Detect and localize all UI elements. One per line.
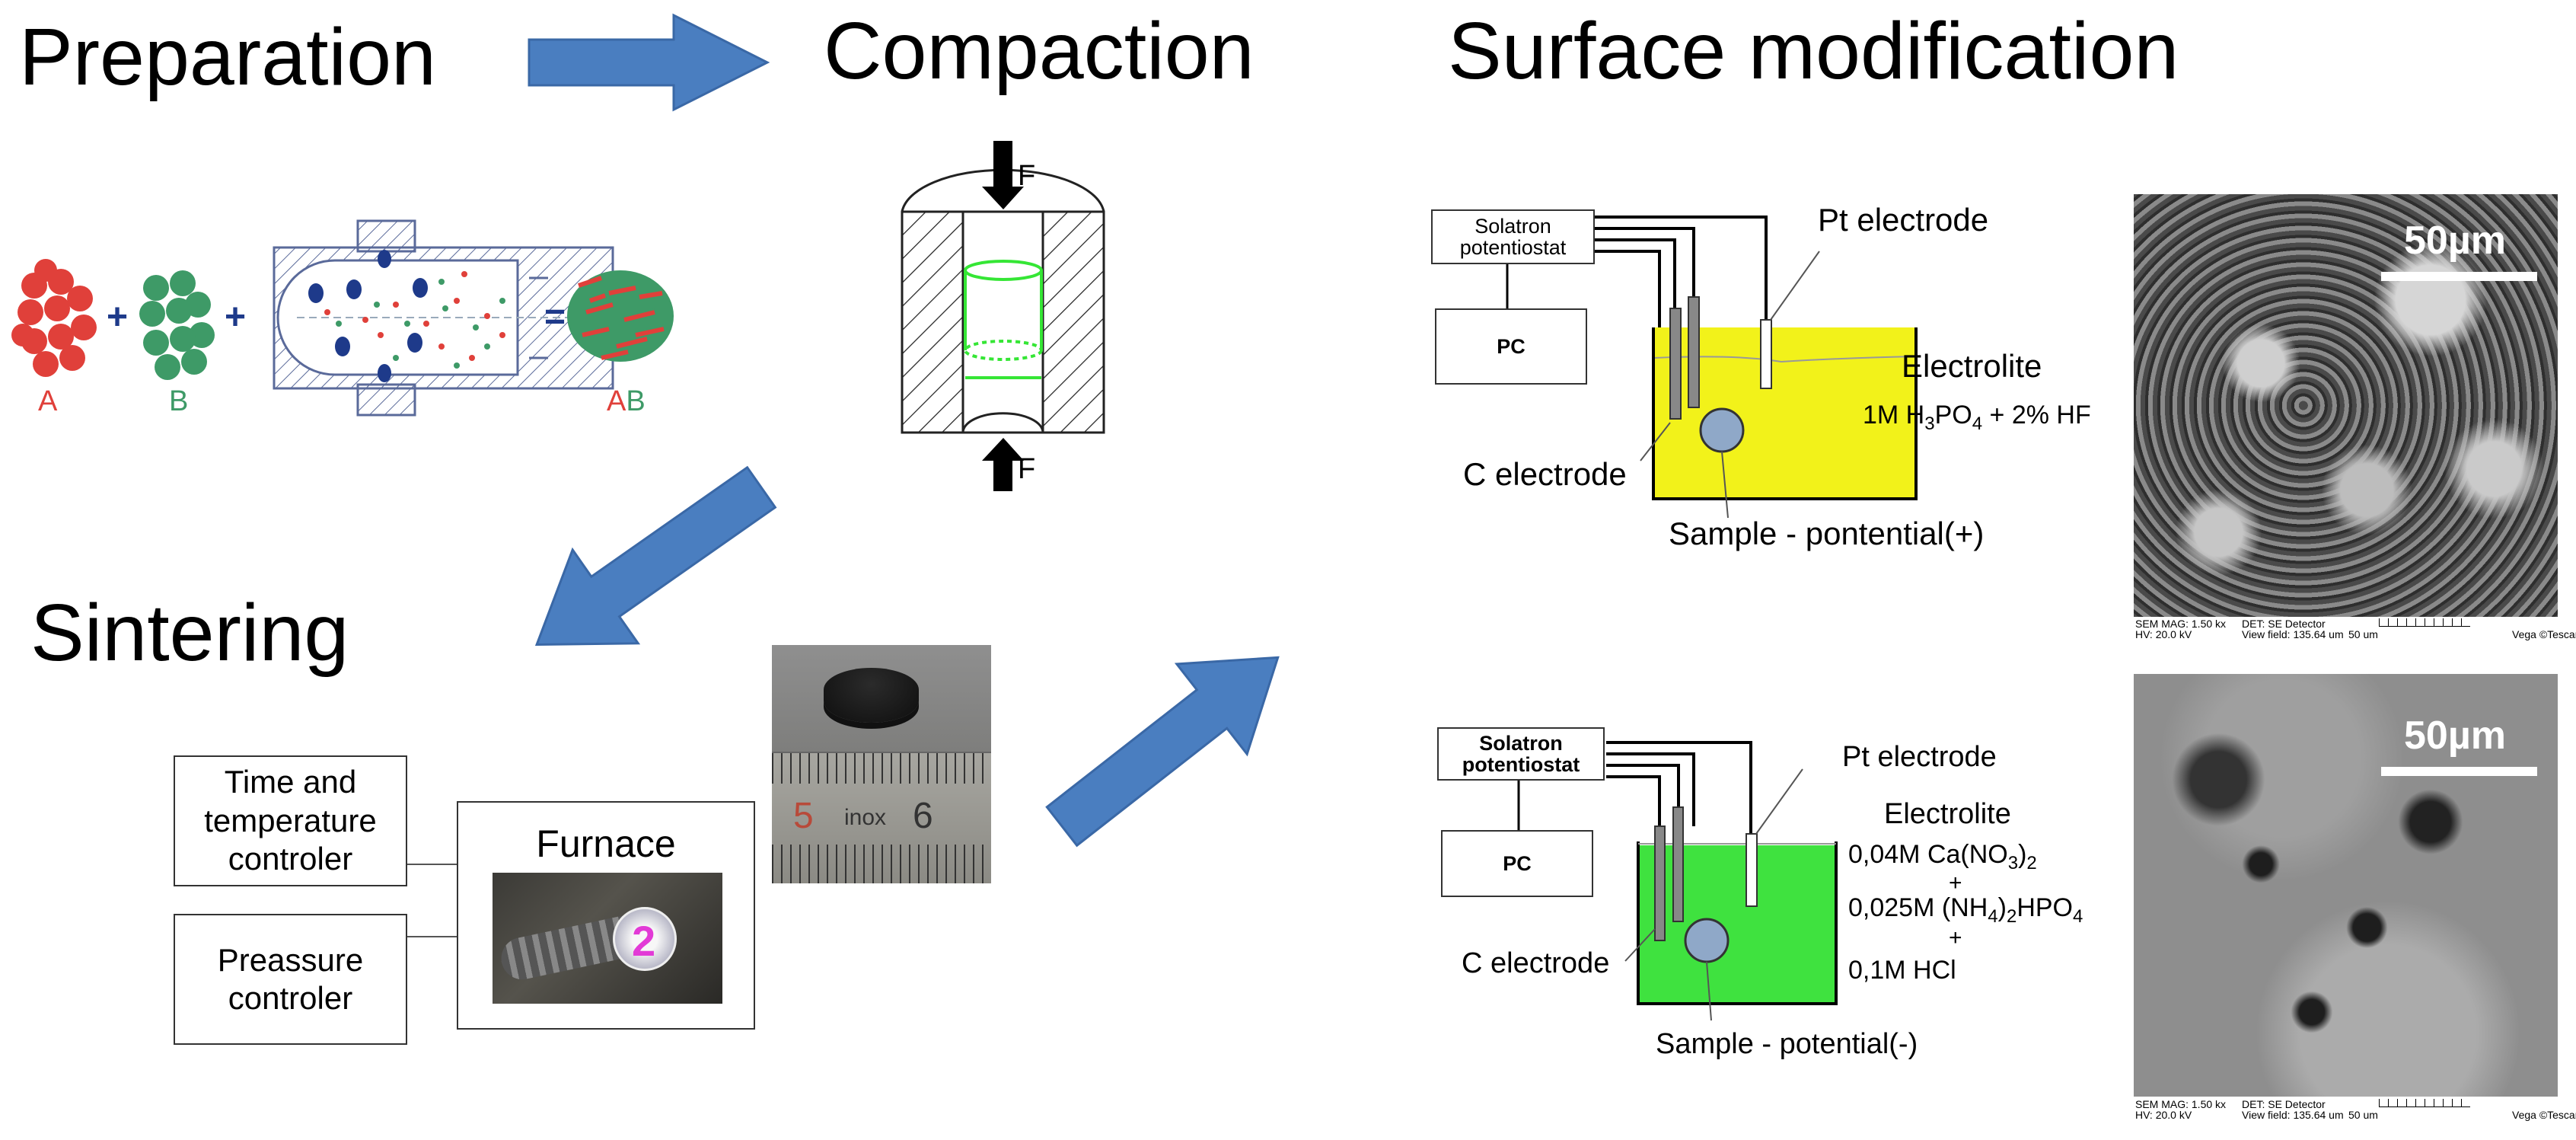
pc-box-bottom: PC [1441,830,1593,897]
time-temperature-controller-box: Time and temperature controler [174,755,407,886]
cell-top-diagram [1506,216,1918,519]
sol-bottom-2f: 4 [2073,905,2083,927]
sem-image-bottom: 50µm [2134,674,2558,1097]
sample-pellet-icon [824,668,919,723]
powder-b-icon [139,270,215,380]
sem-scale-top: 50µm [2404,219,2507,263]
force-arrow-up-icon [982,438,1024,491]
sol-bottom-2e: HPO [2016,893,2074,922]
solution-line1-bottom: 0,04M Ca(NO3)2 [1848,841,2037,873]
sem-meta-bottom-m1: DET: SE Detector [2242,1098,2326,1110]
ruler-icon: 5 inox 6 [772,752,991,883]
sol-bottom-2a: 0,025M (NH [1848,893,1988,922]
ruler-5: 5 [793,796,814,836]
potentiostat-box-top: Solatron potentiostat [1431,209,1595,264]
sem-scale-bottom: 50µm [2404,714,2507,758]
powder-ab-icon [567,270,674,362]
label-a: A [38,385,58,417]
sol-bottom-2c: ) [1997,893,2007,922]
potentiostat-label-top: Solatron potentiostat [1459,214,1567,259]
ball-mill-icon [273,219,614,417]
solution-top-a: 1M H [1863,401,1925,429]
furnace-lens-icon: 2 [613,907,677,971]
solution-label-top: 1M H3PO4 + 2% HF [1863,402,2091,433]
sem-scalebar-top [2381,272,2537,281]
sem-meta-top-m1: DET: SE Detector [2242,618,2326,630]
c-electrode-label-bottom: C electrode [1462,947,1610,979]
solution-top-c: PO [1934,401,1972,429]
sol-bottom-1c: ) [2018,840,2027,869]
plus-sign-2: + [225,297,247,337]
sem-meta-bottom-brand: Vega ©Tescan [2512,1109,2576,1121]
solution-top-b: 3 [1924,413,1935,434]
furnace-mark: 2 [632,917,656,965]
title-preparation: Preparation [19,12,437,102]
powder-a-icon [11,259,97,377]
title-sintering: Sintering [30,588,349,678]
time-temperature-label: Time and temperature controler [204,764,377,877]
pc-box-top: PC [1435,308,1587,385]
solution-line2-bottom: 0,025M (NH4)2HPO4 [1848,895,2083,926]
solution-plus-1: + [1949,870,1962,896]
cell-bottom-diagram [1517,741,1838,1021]
sample-label-bottom: Sample - potential(-) [1656,1028,1918,1060]
equals-sign: = [544,297,566,337]
pressure-controller-box: Preassure controler [174,914,407,1045]
arrow-up-right-icon [1045,656,1280,848]
solution-plus-2: + [1949,925,1962,950]
electrolite-label-bottom: Electrolite [1884,798,2011,830]
sol-bottom-1a: 0,04M Ca(NO [1848,840,2008,869]
furnace-photo: 2 [493,873,722,1004]
sem-meta-bottom-ruler [2379,1099,2470,1107]
pt-electrode-label-bottom: Pt electrode [1842,741,1997,773]
sample-label-top: Sample - pontential(+) [1669,516,1985,551]
sem-meta-bottom-l2: HV: 20.0 kV [2135,1109,2192,1121]
potentiostat-label-bottom: Solatron potentiostat [1462,731,1580,776]
sem-image-top: 50µm [2134,194,2558,617]
sem-meta-top-ruler [2379,618,2470,627]
sol-bottom-1d: 2 [2026,852,2037,873]
sem-meta-top-m2: View field: 135.64 um [2242,628,2344,640]
arrow-down-left-icon [534,465,777,647]
sample-photo: 5 inox 6 [772,645,991,883]
electrolite-label-top: Electrolite [1902,348,2042,384]
sem-meta-bottom-m2: View field: 135.64 um [2242,1109,2344,1121]
sem-meta-top-l2: HV: 20.0 kV [2135,628,2192,640]
sol-bottom-2d: 2 [2006,905,2017,927]
sem-meta-top-l1: SEM MAG: 1.50 kx [2135,618,2227,630]
pt-electrode-label-top: Pt electrode [1818,202,1989,238]
label-ab: AB [607,387,646,416]
potentiostat-box-bottom: Solatron potentiostat [1437,727,1605,781]
plus-sign-1: + [107,297,129,337]
sem-meta-bottom-r: 50 um [2348,1109,2378,1121]
pc-label-bottom: PC [1503,851,1532,875]
sem-meta-bottom-l1: SEM MAG: 1.50 kx [2135,1098,2227,1110]
label-ab-a: A [607,385,626,417]
sol-bottom-1b: 3 [2007,852,2019,873]
title-surface-modification: Surface modification [1448,6,2179,96]
furnace-label: Furnace [536,822,676,865]
sem-meta-top-r: 50 um [2348,628,2378,640]
sol-bottom-2b: 4 [1988,905,1998,927]
solution-top-d: 4 [1972,413,1983,434]
furnace-box: Furnace 2 [457,801,755,1030]
compaction-die-icon [901,141,1105,491]
force-label-top: F [1018,160,1036,192]
title-compaction: Compaction [824,6,1255,96]
pc-label-top: PC [1497,334,1526,358]
force-label-bottom: F [1018,453,1036,485]
ruler-6: 6 [913,796,933,836]
arrow-right-icon [528,13,770,112]
sem-scalebar-bottom [2381,767,2537,776]
ruler-inox: inox [844,805,887,830]
solution-line3-bottom: 0,1M HCl [1848,956,1956,985]
pressure-label: Preassure controler [217,941,364,1016]
solution-top-e: + 2% HF [1982,401,2091,429]
sem-meta-top-brand: Vega ©Tescan [2512,628,2576,640]
label-b: B [169,385,189,417]
label-ab-b: B [626,385,646,417]
force-arrow-down-icon [982,141,1024,209]
c-electrode-label-top: C electrode [1463,456,1627,492]
